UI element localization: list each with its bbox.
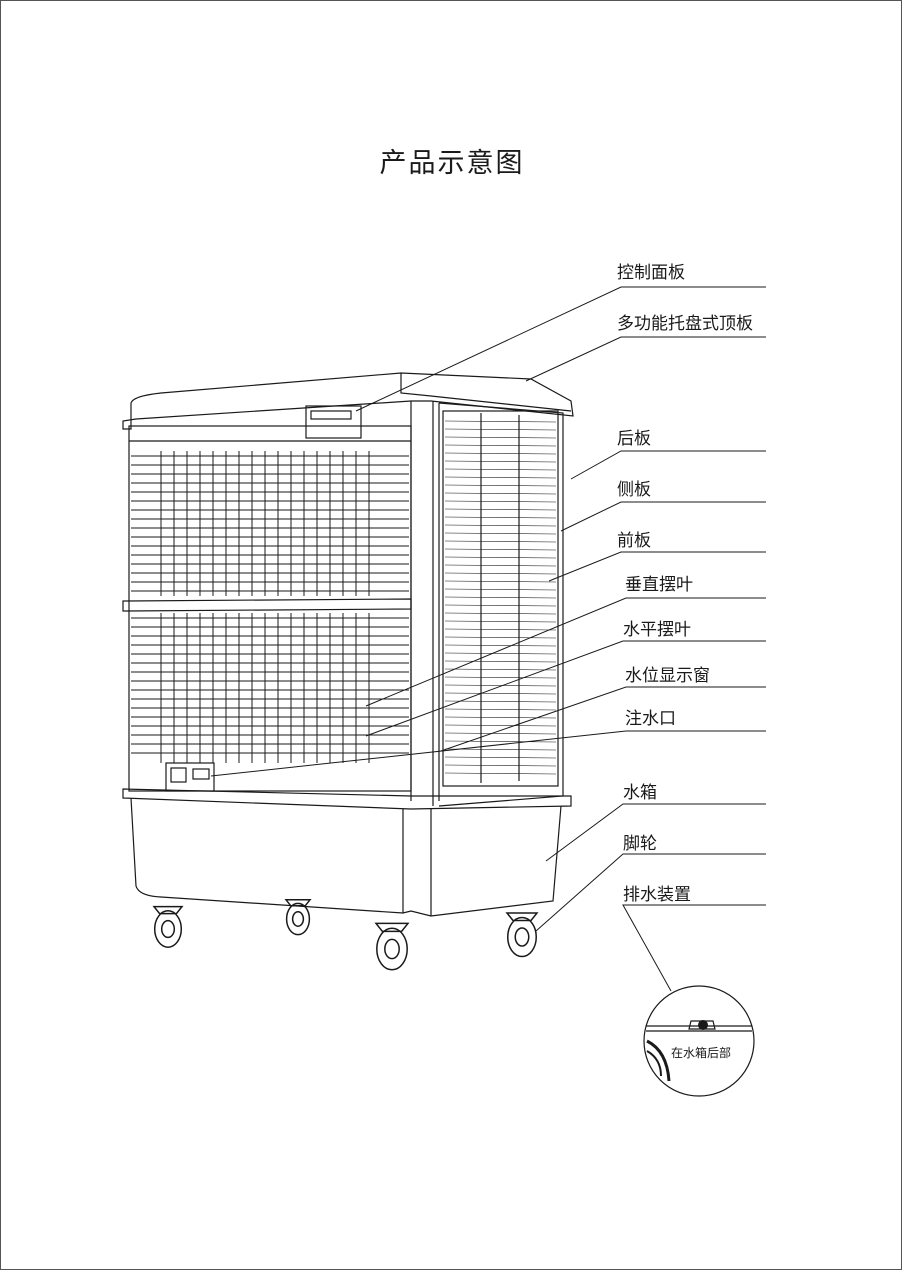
side-pad-line <box>444 580 557 583</box>
side-pad-line <box>444 740 557 743</box>
leader-line <box>210 730 766 777</box>
side-pad-line <box>444 612 557 615</box>
side-pad-line <box>444 764 557 767</box>
label-front-panel: 前板 <box>617 531 651 551</box>
side-pad-line <box>444 444 557 447</box>
side-pad-line <box>444 428 557 431</box>
side-pad-line <box>444 452 557 455</box>
caster-bracket <box>374 922 410 933</box>
side-pad-line <box>444 548 557 551</box>
label-water-level-window: 水位显示窗 <box>625 666 710 686</box>
side-pad-line <box>444 676 557 679</box>
side-pad-line <box>444 532 557 535</box>
side-pad-line <box>444 628 557 631</box>
caster-hub <box>384 938 400 960</box>
side-pad-line <box>444 468 557 471</box>
leader-line <box>535 853 766 932</box>
label-water-tank: 水箱 <box>623 783 657 803</box>
side-pad-line <box>444 692 557 695</box>
side-pad-line <box>444 460 557 463</box>
side-pad-line <box>444 436 557 439</box>
side-pad-line <box>444 556 557 559</box>
leader-line <box>365 597 766 707</box>
side-pad-line <box>444 508 557 511</box>
label-back-panel: 后板 <box>617 429 651 449</box>
side-pad-line <box>444 500 557 503</box>
side-pad-line <box>444 708 557 711</box>
side-pad-line <box>444 484 557 487</box>
leader-line <box>570 450 766 480</box>
side-pad-line <box>444 724 557 727</box>
inset-note: 在水箱后部 <box>671 1046 732 1060</box>
label-side-panel: 侧板 <box>617 480 651 500</box>
side-pad-line <box>444 636 557 639</box>
label-vertical-louver: 垂直摆叶 <box>625 575 693 595</box>
side-pad-line <box>444 732 557 735</box>
caster-bracket <box>152 905 184 915</box>
leader-line <box>548 551 766 582</box>
side-pad-line <box>444 564 557 567</box>
side-pad-line <box>444 540 557 543</box>
side-pad-line <box>444 772 557 775</box>
leader-line <box>355 286 766 412</box>
label-control-panel: 控制面板 <box>617 263 685 283</box>
side-pad-line <box>444 524 557 527</box>
caster-wheel <box>285 902 311 936</box>
leader-line <box>525 336 766 382</box>
label-top-plate: 多功能托盘式顶板 <box>617 314 753 334</box>
side-pad-line <box>444 644 557 647</box>
side-pad-line <box>444 516 557 519</box>
caster-hub <box>160 919 176 939</box>
side-pad-line <box>444 492 557 495</box>
leader-line <box>440 686 766 752</box>
side-pad-line <box>444 700 557 703</box>
leader-line <box>365 640 766 737</box>
caster-hub <box>514 927 530 947</box>
side-pad-line <box>444 684 557 687</box>
leader-line <box>545 803 766 862</box>
page-title: 产品示意图 <box>379 148 525 179</box>
side-pad-line <box>444 604 557 607</box>
control-panel <box>305 405 362 439</box>
side-pad-line <box>444 476 557 479</box>
caster-bracket <box>505 912 539 922</box>
top-plate <box>122 372 574 430</box>
caster-wheel <box>153 910 183 948</box>
caster-hub <box>291 911 305 927</box>
side-pad-line <box>444 620 557 623</box>
side-pad-line <box>444 756 557 759</box>
side-pad-line <box>444 668 557 671</box>
caster-bracket <box>284 899 312 907</box>
drain-inset <box>643 985 755 1097</box>
side-panel <box>438 402 564 807</box>
water-tank <box>130 797 562 917</box>
side-pad-line <box>444 588 557 591</box>
side-pad-line <box>444 596 557 599</box>
label-caster: 脚轮 <box>623 834 657 854</box>
side-pad-line <box>444 660 557 663</box>
side-pad-line <box>444 652 557 655</box>
caster-wheel <box>507 916 537 958</box>
side-pad-line <box>444 420 557 423</box>
label-drain: 排水装置 <box>623 885 691 905</box>
label-horizontal-louver: 水平摆叶 <box>623 620 691 640</box>
side-pad-line <box>444 748 557 751</box>
side-pad-line <box>444 572 557 575</box>
leader-line <box>622 904 766 992</box>
leader-line <box>560 501 766 532</box>
label-water-inlet: 注水口 <box>625 709 676 729</box>
caster-wheel <box>376 927 408 971</box>
